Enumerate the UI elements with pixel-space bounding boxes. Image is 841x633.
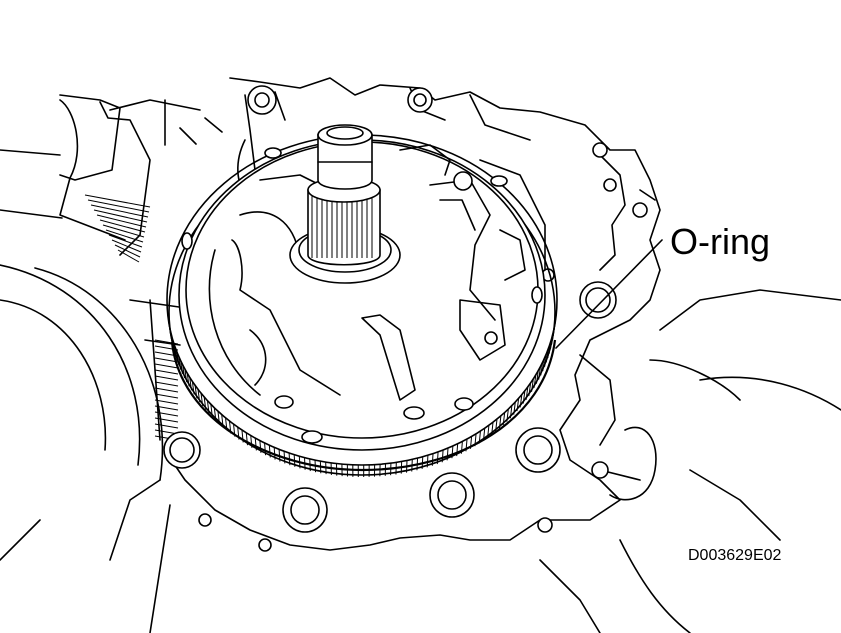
case-bolts (163, 85, 648, 552)
oil-pump-body (178, 139, 546, 451)
figure-code: D003629E02 (688, 547, 782, 564)
input-shaft (289, 124, 401, 284)
left-shaft-assembly (0, 94, 223, 633)
o-ring-callout: O-ring (555, 221, 770, 349)
leader-line (555, 239, 663, 349)
o-ring-label: O-ring (670, 221, 770, 262)
o-ring (166, 134, 558, 477)
